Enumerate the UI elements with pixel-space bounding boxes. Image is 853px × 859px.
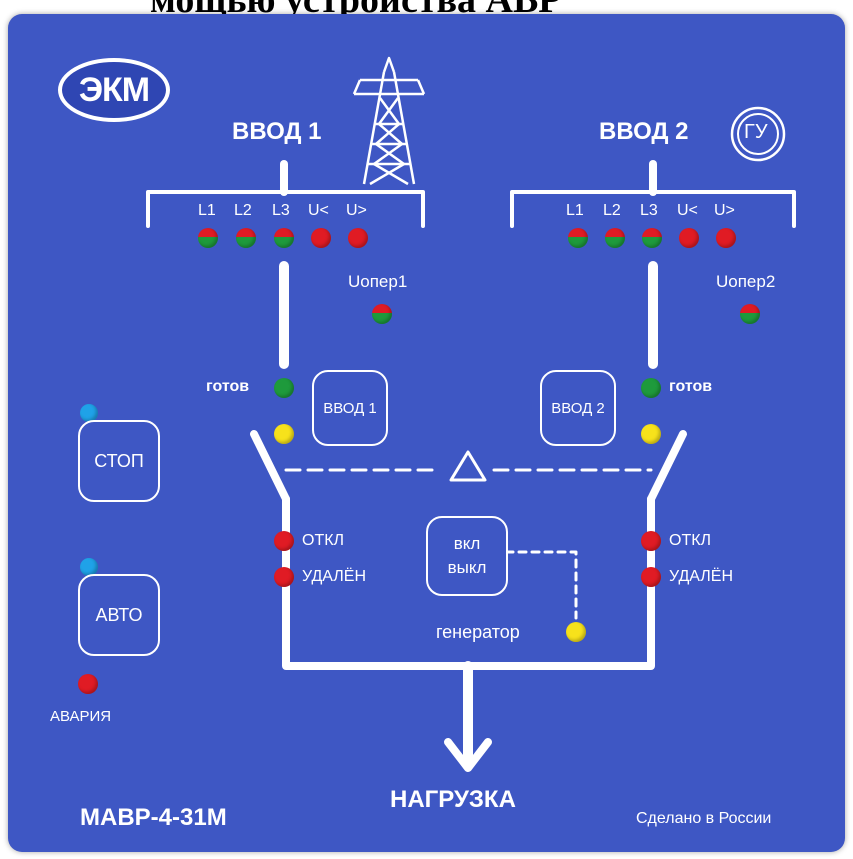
interlock-triangle — [449, 450, 487, 482]
generator-off-label: выкл — [447, 558, 487, 577]
input2-remote-label: УДАЛЁН — [669, 568, 734, 585]
input2-button[interactable]: ВВОД 2 — [540, 370, 616, 446]
input2-phase-l2: L2 — [603, 202, 621, 219]
input1-under-voltage: U< — [308, 202, 329, 219]
input2-l3-led — [642, 228, 662, 248]
input1-phase-l1: L1 — [198, 202, 216, 219]
tower-icon — [352, 56, 426, 186]
uoper1-label: Uопер1 — [348, 272, 408, 291]
alarm-led — [78, 674, 98, 694]
alarm-label: АВАРИЯ — [50, 708, 112, 725]
input2-l2-led — [605, 228, 625, 248]
input2-ready-label: готов — [669, 378, 713, 395]
input1-off-label: ОТКЛ — [302, 532, 345, 549]
input1-over-voltage: U> — [346, 202, 367, 219]
uoper2-label: Uопер2 — [716, 272, 776, 291]
input2-off-label: ОТКЛ — [669, 532, 712, 549]
input1-l1-led — [198, 228, 218, 248]
load-label: НАГРУЗКА — [390, 786, 516, 813]
uoper2-led — [740, 304, 760, 324]
generator-control-line — [504, 550, 578, 620]
input2-off-led — [641, 531, 661, 551]
auto-button[interactable]: АВТО — [78, 574, 160, 656]
ekm-logo: ЭКМ — [58, 58, 170, 122]
input2-title: ВВОД 2 — [599, 118, 689, 145]
gu-label: ГУ — [744, 121, 768, 143]
input1-switch-blade — [250, 430, 290, 503]
input1-switch-led — [274, 424, 294, 444]
model-label: МАВР-4-31М — [80, 804, 227, 831]
input2-over-voltage: U> — [714, 202, 735, 219]
input1-l3-led — [274, 228, 294, 248]
input1-off-led — [274, 531, 294, 551]
input2-under-voltage-led — [679, 228, 699, 248]
stop-button[interactable]: СТОП — [78, 420, 160, 502]
input2-phase-l1: L1 — [566, 202, 584, 219]
input2-phase-l3: L3 — [640, 202, 658, 219]
auto-button-label: АВТО — [95, 604, 143, 625]
logo-text: ЭКМ — [78, 70, 150, 109]
load-arrow — [444, 738, 492, 772]
input1-l2-led — [236, 228, 256, 248]
generator-led — [566, 622, 586, 642]
stop-button-label: СТОП — [94, 450, 144, 471]
input2-l1-led — [568, 228, 588, 248]
input1-title: ВВОД 1 — [232, 118, 322, 145]
input2-ready-led — [641, 378, 661, 398]
generator-on-off-button[interactable]: вкл выкл — [426, 516, 508, 596]
input2-remote-led — [641, 567, 661, 587]
generator-label: генератор — [436, 622, 520, 642]
input1-ready-led — [274, 378, 294, 398]
input1-button-label: ВВОД 1 — [323, 399, 377, 417]
input1-phase-l2: L2 — [234, 202, 252, 219]
input2-switch-led — [641, 424, 661, 444]
input1-phase-l3: L3 — [272, 202, 290, 219]
input1-under-voltage-led — [311, 228, 331, 248]
input2-under-voltage: U< — [677, 202, 698, 219]
gu-outer-ring — [730, 106, 786, 162]
input1-ready-label: готов — [206, 378, 250, 395]
input2-switch-blade — [647, 430, 687, 503]
input1-remote-label: УДАЛЁН — [302, 568, 367, 585]
input1-over-voltage-led — [348, 228, 368, 248]
input1-button[interactable]: ВВОД 1 — [312, 370, 388, 446]
input2-button-label: ВВОД 2 — [551, 399, 605, 417]
avr-front-panel: ЭКМ ВВОД 1 ВВОД 2 ГУ L1 L2 L3 U< U> L1 L… — [8, 14, 845, 852]
input2-over-voltage-led — [716, 228, 736, 248]
made-in-label: Сделано в России — [636, 810, 772, 827]
gu-inner-ring — [737, 113, 779, 155]
auto-led — [80, 558, 98, 576]
generator-on-label: вкл — [453, 534, 481, 553]
stop-led — [80, 404, 98, 422]
input1-remote-led — [274, 567, 294, 587]
uoper1-led — [372, 304, 392, 324]
